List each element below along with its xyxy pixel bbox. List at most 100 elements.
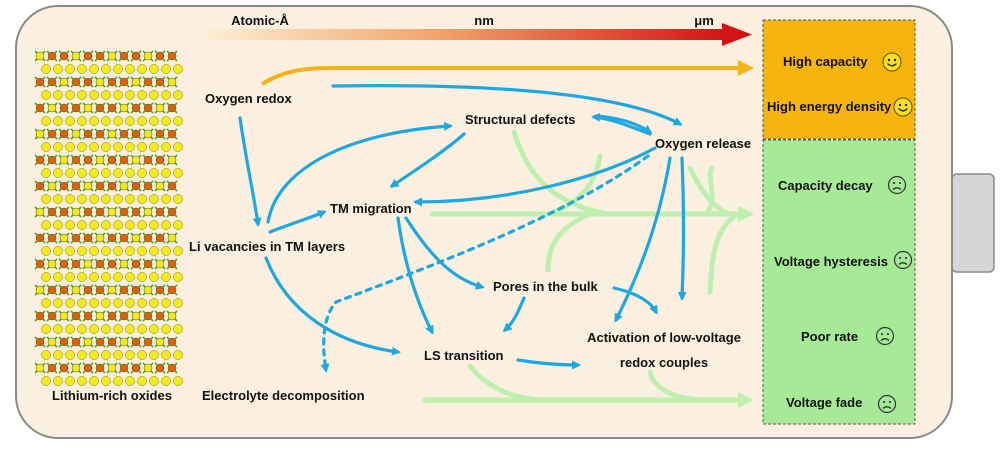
tm-atom [107, 233, 117, 243]
green-arrow-pores-up [545, 211, 593, 273]
tm-atom [47, 207, 57, 217]
tm-atom [47, 233, 57, 243]
li-atom [125, 298, 135, 308]
li-atom [125, 272, 135, 282]
tm-atom [95, 207, 105, 217]
li-atom [125, 90, 135, 100]
tm-atom [59, 181, 69, 191]
li-atom [77, 142, 87, 152]
arrow-defects-to-tm [389, 132, 466, 188]
tm-atom [47, 129, 57, 139]
tm-atom [155, 363, 165, 373]
tm-atom [95, 51, 105, 61]
orange-arrow-high-capacity [260, 60, 754, 86]
li-atom [143, 207, 153, 217]
tm-atom [119, 285, 129, 295]
tm-atom [143, 259, 153, 269]
li-atom [95, 77, 105, 87]
li-atom [41, 194, 51, 204]
li-atom [47, 259, 57, 269]
li-atom [77, 90, 87, 100]
li-atom [137, 376, 147, 386]
li-atom [41, 168, 51, 178]
li-atom [41, 116, 51, 126]
negative-outcome-panel [762, 139, 916, 425]
tm-atom [47, 77, 57, 87]
smiley-icon [893, 97, 913, 117]
tm-atom [131, 337, 141, 347]
arrow-oxrelease-to-tm [413, 146, 657, 207]
li-atom [41, 350, 51, 360]
li-atom [41, 298, 51, 308]
li-atom [125, 142, 135, 152]
li-atom [101, 298, 111, 308]
green-arrow-ls [467, 363, 543, 403]
outcome-high-capacity: High capacity [783, 54, 868, 69]
li-atom [53, 298, 63, 308]
green-arrow-poor [707, 211, 741, 295]
li-atom [131, 233, 141, 243]
li-atom [143, 51, 153, 61]
li-atom [89, 168, 99, 178]
tm-atom [119, 233, 129, 243]
tm-atom [119, 207, 129, 217]
li-atom [83, 103, 93, 113]
li-atom [101, 246, 111, 256]
positive-outcome-panel [762, 19, 916, 140]
tm-atom [167, 363, 177, 373]
node-oxygen-redox: Oxygen redox [205, 91, 292, 106]
li-atom [107, 129, 117, 139]
li-atom [167, 155, 177, 165]
tm-atom [131, 51, 141, 61]
tm-atom [35, 155, 45, 165]
frown-icon [893, 250, 913, 270]
tm-atom [83, 233, 93, 243]
node-ls-transition: LS transition [424, 348, 504, 363]
li-atom [53, 142, 63, 152]
li-atom [161, 376, 171, 386]
li-atom [137, 350, 147, 360]
tm-atom [167, 103, 177, 113]
li-atom [65, 90, 75, 100]
tm-atom [59, 51, 69, 61]
tm-atom [143, 311, 153, 321]
li-atom [149, 194, 159, 204]
frown-icon [877, 394, 897, 414]
li-atom [161, 246, 171, 256]
tm-atom [167, 181, 177, 191]
tm-atom [167, 337, 177, 347]
node-li-vacancies: Li vacancies in TM layers [189, 239, 346, 254]
li-atom [113, 376, 123, 386]
tm-atom [167, 259, 177, 269]
li-atom [161, 64, 171, 74]
li-atom [155, 337, 165, 347]
tm-atom [95, 337, 105, 347]
arrow-defects-to-oxrelease [594, 114, 653, 134]
li-atom [161, 298, 171, 308]
tm-atom [143, 103, 153, 113]
li-atom [89, 142, 99, 152]
li-atom [173, 298, 183, 308]
li-atom [137, 298, 147, 308]
li-atom [107, 207, 117, 217]
li-atom [35, 207, 45, 217]
li-atom [53, 324, 63, 334]
arrow-pores-to-activation [612, 286, 658, 315]
li-atom [113, 90, 123, 100]
li-atom [65, 168, 75, 178]
li-atom [113, 246, 123, 256]
arrow-li-to-ls [264, 256, 401, 356]
li-atom [173, 168, 183, 178]
tm-atom [35, 181, 45, 191]
tm-atom [155, 77, 165, 87]
li-atom [137, 246, 147, 256]
li-atom [113, 298, 123, 308]
li-atom [59, 233, 69, 243]
li-atom [53, 168, 63, 178]
li-atom [77, 116, 87, 126]
tm-atom [95, 129, 105, 139]
tm-atom [95, 285, 105, 295]
li-atom [155, 259, 165, 269]
arrow-li-to-tm [268, 210, 327, 234]
